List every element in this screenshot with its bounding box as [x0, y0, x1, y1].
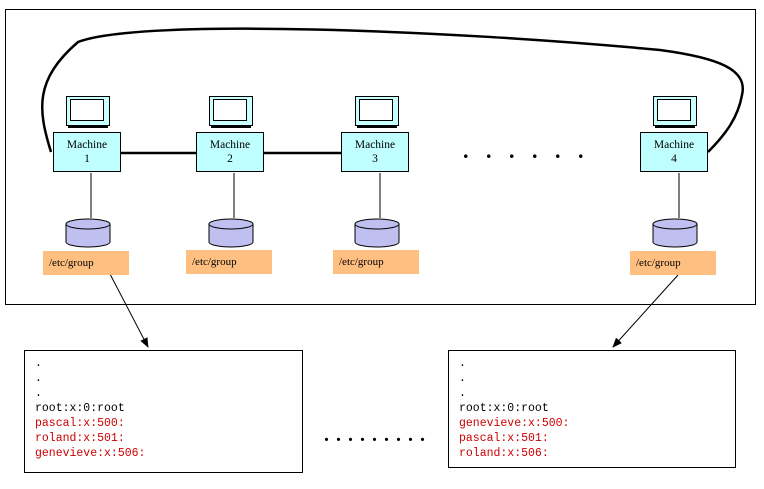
machine-3-name: Machine	[354, 139, 396, 151]
files-ellipsis: . . . . . . . . .	[324, 424, 426, 446]
group-file-4-line: roland:x:506:	[459, 447, 549, 460]
group-file-1-line: pascal:x:500:	[35, 417, 125, 430]
group-file-1-line: roland:x:501:	[35, 432, 125, 445]
group-file-4-line: .	[459, 387, 466, 400]
disk-icon-2	[208, 218, 254, 248]
machine-2-name: Machine	[209, 139, 251, 151]
arrow-to-file-4	[612, 274, 679, 348]
group-file-4-line: pascal:x:501:	[459, 432, 549, 445]
machine-1-name: Machine	[66, 139, 108, 151]
machine-3-number: 3	[372, 153, 378, 165]
machine-4: Machine 4	[640, 132, 708, 172]
file-label-2: /etc/group	[186, 250, 272, 274]
group-file-1-line: .	[35, 387, 42, 400]
group-file-1-line: genevieve:x:506:	[35, 447, 146, 460]
monitor-icon-2	[209, 96, 253, 128]
group-file-1: . . . root:x:0:root pascal:x:500: roland…	[24, 350, 303, 473]
group-file-4-line: .	[459, 372, 466, 385]
monitor-icon-1	[66, 96, 110, 128]
monitor-icon-3	[355, 96, 399, 128]
group-file-4: . . . root:x:0:root genevieve:x:500: pas…	[448, 350, 736, 468]
disk-icon-4	[652, 218, 698, 248]
disk-icon-1	[65, 218, 111, 248]
machine-4-number: 4	[671, 153, 677, 165]
group-file-4-line: root:x:0:root	[459, 402, 549, 415]
network-frame	[5, 9, 756, 305]
machine-4-name: Machine	[653, 139, 695, 151]
machine-1-number: 1	[84, 153, 90, 165]
disk-icon-3	[354, 218, 400, 248]
machine-1: Machine 1	[53, 132, 121, 172]
arrow-to-file-1	[109, 273, 149, 348]
file-label-3: /etc/group	[333, 250, 419, 274]
ring-link-1-4	[41, 27, 745, 153]
group-file-1-line: .	[35, 357, 42, 370]
group-file-1-line: root:x:0:root	[35, 402, 125, 415]
machine-2: Machine 2	[196, 132, 264, 172]
group-file-1-line: .	[35, 372, 42, 385]
machines-ellipsis: . . . . . .	[463, 138, 590, 163]
machine-3: Machine 3	[341, 132, 409, 172]
file-label-4: /etc/group	[630, 251, 716, 275]
monitor-icon-4	[653, 96, 697, 128]
file-label-1: /etc/group	[43, 251, 129, 275]
machine-2-number: 2	[227, 153, 233, 165]
group-file-4-line: .	[459, 357, 466, 370]
group-file-4-line: genevieve:x:500:	[459, 417, 570, 430]
